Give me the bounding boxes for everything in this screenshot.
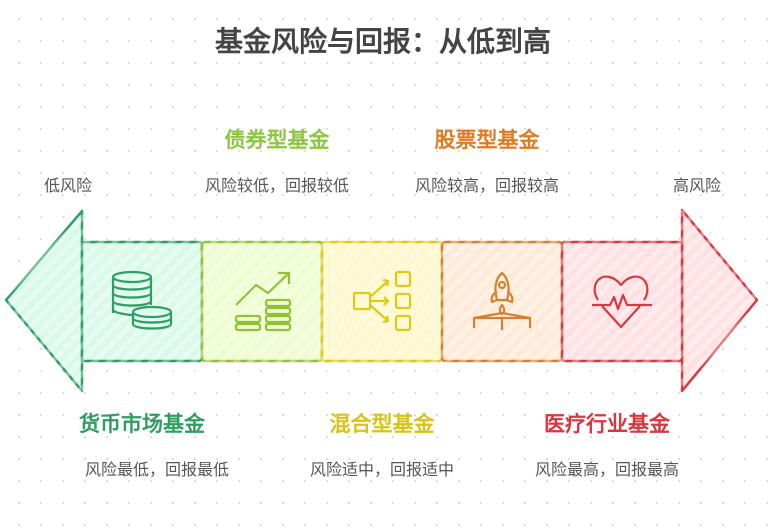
low-risk-arrowhead bbox=[4, 209, 84, 393]
fund-name-stock: 股票型基金 bbox=[434, 128, 540, 152]
segment-money-market bbox=[80, 240, 204, 363]
fund-desc-stock: 风险较高，回报较高 bbox=[414, 176, 560, 195]
coins-icon bbox=[111, 270, 173, 330]
heart-pulse-icon bbox=[592, 275, 652, 329]
page-title: 基金风险与回报：从低到高 bbox=[214, 25, 552, 58]
high-risk-arrowhead bbox=[680, 208, 759, 393]
fund-name-hybrid: 混合型基金 bbox=[329, 412, 435, 436]
fund-desc-hybrid: 风险适中，回报适中 bbox=[309, 460, 455, 479]
segment-stock bbox=[440, 240, 564, 363]
diversify-icon bbox=[352, 270, 412, 332]
fund-desc-bond: 风险较低，回报较低 bbox=[204, 176, 350, 195]
fund-desc-money-market: 风险最低，回报最低 bbox=[84, 460, 230, 479]
rocket-icon bbox=[472, 271, 532, 330]
growth-chart-coins-icon bbox=[234, 271, 292, 332]
fund-name-bond: 债券型基金 bbox=[224, 128, 330, 152]
fund-desc-healthcare: 风险最高，回报最高 bbox=[534, 460, 680, 479]
high-risk-label: 高风险 bbox=[672, 176, 722, 195]
segment-bond bbox=[200, 240, 324, 363]
fund-name-healthcare: 医疗行业基金 bbox=[544, 412, 670, 436]
segment-healthcare bbox=[560, 240, 684, 363]
low-risk-label: 低风险 bbox=[43, 176, 93, 195]
fund-name-money-market: 货币市场基金 bbox=[79, 412, 205, 436]
